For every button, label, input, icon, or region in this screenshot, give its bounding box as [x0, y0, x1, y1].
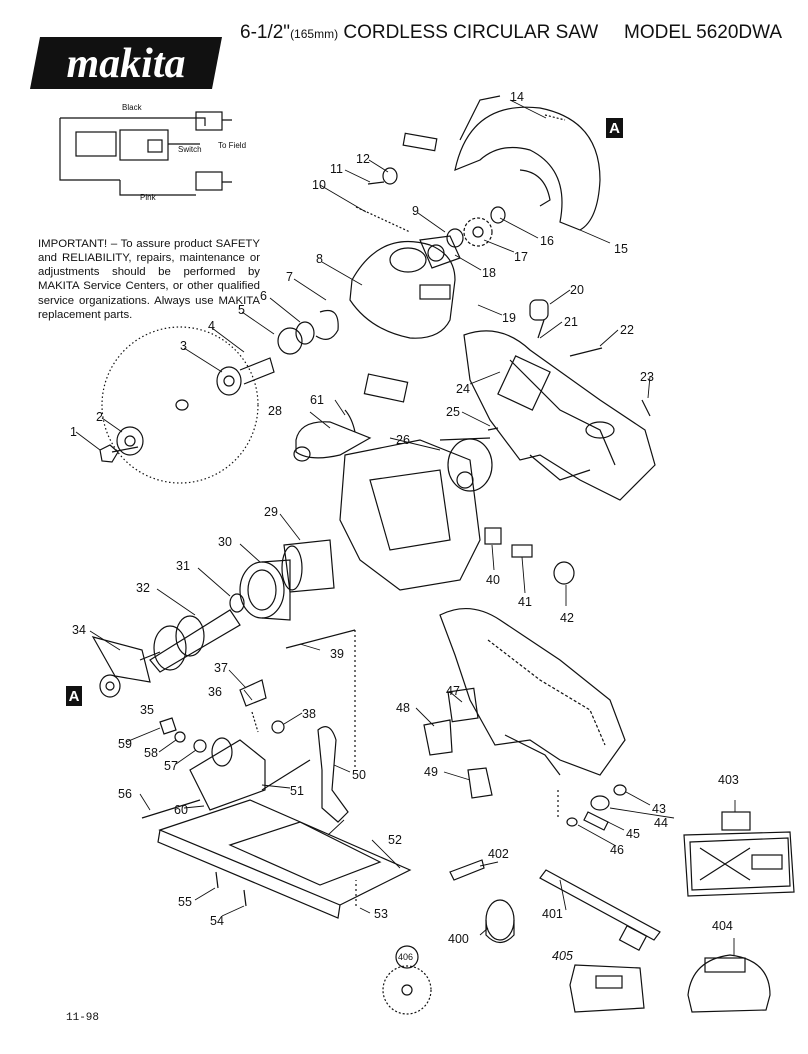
svg-text:A: A: [609, 120, 620, 137]
part-label: 32: [136, 581, 150, 595]
part-label: 2: [96, 410, 103, 424]
saw-blade: [101, 326, 259, 484]
part-label: 403: [718, 773, 739, 787]
part-label: 44: [654, 816, 668, 830]
part-label: 405: [552, 949, 573, 963]
part-label: 26: [396, 433, 410, 447]
model-number: MODEL 5620DWA: [624, 22, 783, 43]
logo-wordmark: makita: [66, 41, 185, 87]
part-label: 43: [652, 802, 666, 816]
title-metric: (165mm): [290, 27, 339, 41]
gear-assembly: [355, 167, 506, 269]
part-label: 45: [626, 827, 640, 841]
part-label: 22: [620, 323, 634, 337]
part-label: 17: [514, 250, 528, 264]
blade-hardware: [99, 309, 339, 463]
part-number-labels: 1 2 3 4 5 6 7 8 9 10 11 12 14 15 16 17 1…: [70, 90, 739, 963]
part-label: 5: [238, 303, 245, 317]
wire-label-switch: Switch: [178, 145, 202, 154]
leader-lines: [75, 99, 736, 955]
gear-housing: [349, 241, 456, 339]
handle-half-upper: [463, 330, 656, 501]
part-label: 48: [396, 701, 410, 715]
part-label: 37: [214, 661, 228, 675]
part-label: 39: [330, 647, 344, 661]
part-label: 406: [398, 952, 413, 962]
part-label: 35: [140, 703, 154, 717]
part-label: 31: [176, 559, 190, 573]
part-label: 29: [264, 505, 278, 519]
part-label: 52: [388, 833, 402, 847]
motor-housing: [293, 373, 493, 591]
part-label: 53: [374, 907, 388, 921]
part-label: 404: [712, 919, 733, 933]
part-label: 34: [72, 623, 86, 637]
part-label: 56: [118, 787, 132, 801]
blade-guard: [402, 95, 601, 231]
part-label: 9: [412, 204, 419, 218]
part-label: 60: [174, 803, 188, 817]
part-label: 7: [286, 270, 293, 284]
part-label: 24: [456, 382, 470, 396]
part-label: 57: [164, 759, 178, 773]
wire-label-black: Black: [122, 103, 143, 112]
part-label: 14: [510, 90, 524, 104]
section-marker-a-top: A: [606, 118, 623, 138]
part-label: 30: [218, 535, 232, 549]
base-assembly: [141, 679, 412, 919]
part-label: 3: [180, 339, 187, 353]
part-label: 10: [312, 178, 326, 192]
wiring-diagram: [59, 111, 232, 196]
accessories: [382, 811, 795, 1015]
part-label: 8: [316, 252, 323, 266]
part-label: 58: [144, 746, 158, 760]
part-label: 55: [178, 895, 192, 909]
part-label: 59: [118, 737, 132, 751]
small-parts-right: [484, 299, 651, 831]
part-label: 46: [610, 843, 624, 857]
page-title: 6-1/2"(165mm) CORDLESS CIRCULAR SAW: [240, 22, 598, 44]
part-label: 12: [356, 152, 370, 166]
part-label: 54: [210, 914, 224, 928]
part-label: 51: [290, 784, 304, 798]
part-label: 41: [518, 595, 532, 609]
part-label: 1: [70, 425, 77, 439]
part-label: 20: [570, 283, 584, 297]
handle-half-lower: [423, 607, 626, 820]
part-label: 21: [564, 315, 578, 329]
part-label: 4: [208, 319, 215, 333]
title-product: CORDLESS CIRCULAR SAW: [343, 22, 599, 43]
part-label: 40: [486, 573, 500, 587]
svg-text:A: A: [69, 688, 80, 705]
part-label: 25: [446, 405, 460, 419]
safety-notice: IMPORTANT! – To assure product SAFETY an…: [38, 238, 260, 321]
part-label: 61: [310, 393, 324, 407]
part-label: 401: [542, 907, 563, 921]
wire-label-to-field: To Field: [218, 141, 246, 150]
date-code: 11-98: [66, 1012, 100, 1024]
part-label: 19: [502, 311, 516, 325]
part-label: 6: [260, 289, 267, 303]
part-label: 50: [352, 768, 366, 782]
motor-parts: [91, 539, 356, 770]
section-marker-a-left: A: [66, 686, 82, 706]
part-label: 42: [560, 611, 574, 625]
part-label: 23: [640, 370, 654, 384]
part-label: 400: [448, 932, 469, 946]
wire-label-pink: Pink: [140, 193, 157, 202]
part-label: 47: [446, 684, 460, 698]
part-label: 36: [208, 685, 222, 699]
part-label: 16: [540, 234, 554, 248]
part-label: 402: [488, 847, 509, 861]
part-label: 28: [268, 404, 282, 418]
part-label: 15: [614, 242, 628, 256]
part-label: 38: [302, 707, 316, 721]
part-label: 18: [482, 266, 496, 280]
title-size: 6-1/2": [240, 22, 291, 43]
makita-logo: makita: [30, 37, 222, 89]
part-label: 49: [424, 765, 438, 779]
part-label: 11: [330, 162, 343, 176]
